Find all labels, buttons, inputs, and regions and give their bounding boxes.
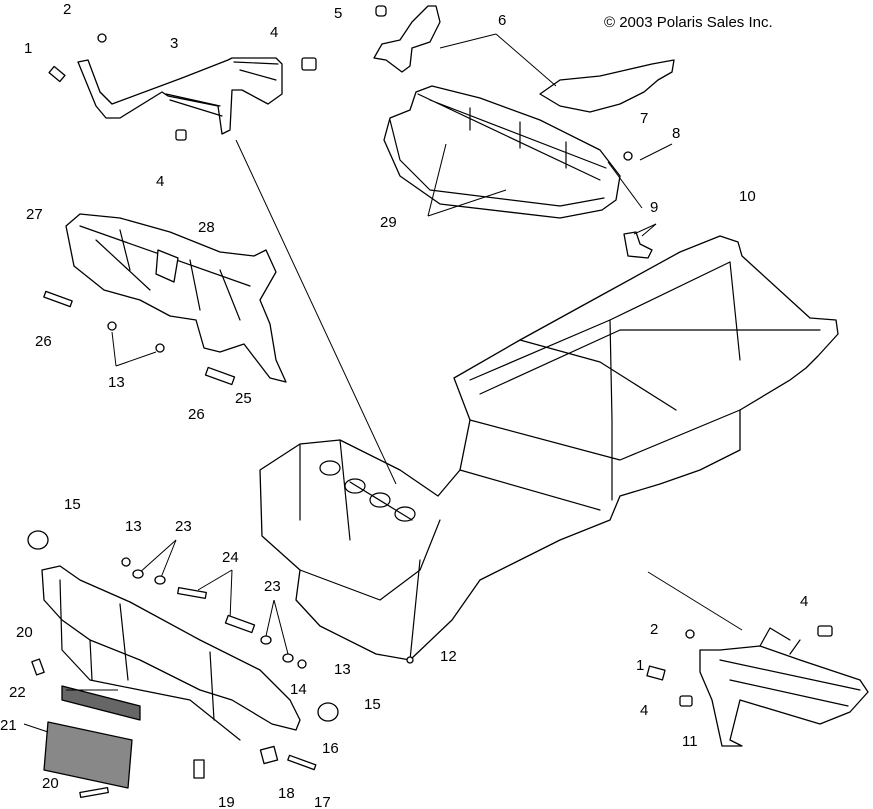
callout-19: 19: [218, 794, 235, 809]
part-9-bracket: [623, 231, 653, 259]
part-7-rack: [383, 85, 621, 219]
part-22-strip: [61, 685, 141, 721]
callout-23: 23: [175, 518, 192, 535]
callout-7: 7: [640, 110, 648, 127]
callout-13: 13: [108, 374, 125, 391]
callout-20: 20: [16, 624, 33, 641]
part-15-cap-right: [317, 702, 339, 722]
callout-20: 20: [42, 775, 59, 792]
callout-3: 3: [170, 35, 178, 52]
callout-18: 18: [278, 785, 295, 802]
callout-17: 17: [314, 794, 331, 809]
callout-2: 2: [63, 1, 71, 18]
callout-28: 28: [198, 219, 215, 236]
callout-29: 29: [380, 214, 397, 231]
callout-27: 27: [26, 206, 43, 223]
callout-8: 8: [672, 125, 680, 142]
callout-16: 16: [322, 740, 339, 757]
callout-2: 2: [650, 621, 658, 638]
copyright-notice: © 2003 Polaris Sales Inc.: [604, 14, 773, 31]
callout-15: 15: [64, 496, 81, 513]
callout-5: 5: [334, 5, 342, 22]
callout-1: 1: [636, 657, 644, 674]
callout-26: 26: [35, 333, 52, 350]
callout-23: 23: [264, 578, 281, 595]
callout-14: 14: [290, 681, 307, 698]
part-28-plate: [155, 249, 179, 283]
part-3-rear-bracket: [77, 57, 283, 135]
callout-13: 13: [334, 661, 351, 678]
callout-24: 24: [222, 549, 239, 566]
callout-4: 4: [640, 702, 648, 719]
part-27-front-frame: [65, 213, 287, 383]
fasteners: [31, 5, 833, 799]
part-21-grille: [43, 721, 133, 789]
leader-lines: [23, 33, 743, 733]
callout-25: 25: [235, 390, 252, 407]
callout-12: 12: [440, 648, 457, 665]
callout-4: 4: [800, 593, 808, 610]
callout-15: 15: [364, 696, 381, 713]
callout-13: 13: [125, 518, 142, 535]
callout-labels: 1 2 3 4 4 5 6 7 8 9 10 27 28 29 26 13 26…: [0, 1, 808, 809]
callout-10: 10: [739, 188, 756, 205]
callout-26: 26: [188, 406, 205, 423]
callout-6: 6: [498, 12, 506, 29]
callout-21: 21: [0, 717, 17, 734]
part-6-gasket: [373, 5, 675, 113]
callout-22: 22: [9, 684, 26, 701]
callout-4: 4: [156, 173, 164, 190]
callout-9: 9: [650, 199, 658, 216]
part-11-step-bracket: [699, 627, 869, 747]
callout-1: 1: [24, 40, 32, 57]
callout-11: 11: [682, 733, 698, 750]
callout-4: 4: [270, 24, 278, 41]
part-10-main-frame: [259, 235, 839, 661]
part-14-front-bumper: [41, 565, 301, 741]
part-15-cap-left: [27, 530, 49, 550]
